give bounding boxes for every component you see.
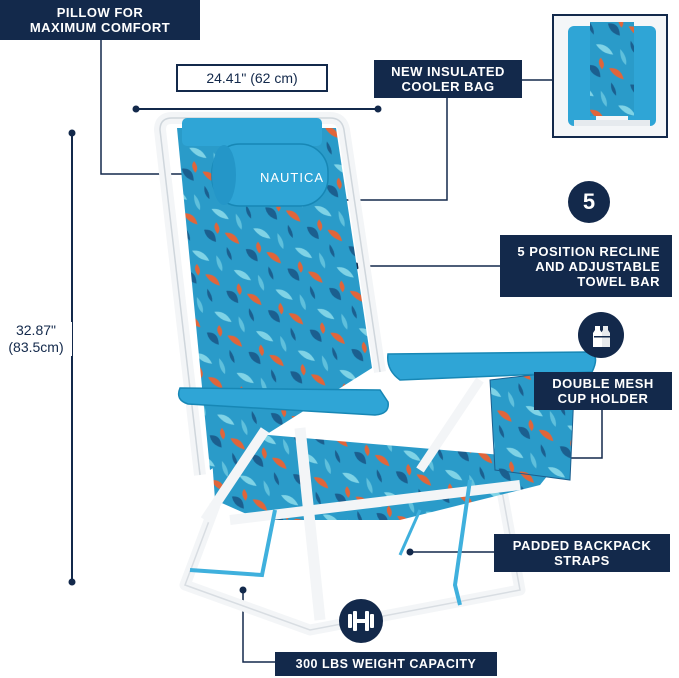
water-bottles-icon [593, 326, 610, 347]
width-dimension-box: 24.41" (62 cm) [176, 64, 328, 92]
backpack-straps-callout: PADDED BACKPACK STRAPS [494, 534, 670, 572]
width-dimension-label: 24.41" (62 cm) [206, 69, 298, 86]
height-dimension-label: 32.87" (83.5cm) [0, 322, 72, 356]
pillow-callout: PILLOW FOR MAXIMUM COMFORT [0, 0, 200, 40]
dumbbell-badge [339, 599, 383, 643]
dumbbell-icon [348, 611, 374, 631]
weight-capacity-callout: 300 LBS WEIGHT CAPACITY [275, 652, 497, 676]
cup-holder-callout: DOUBLE MESH CUP HOLDER [534, 372, 672, 410]
cooler-bag-thumbnail [552, 14, 668, 138]
recline-number-badge: 5 [568, 181, 610, 223]
cooler-bag-callout: NEW INSULATED COOLER BAG [374, 60, 522, 98]
pillow-brand-logo: NAUTICA [259, 170, 325, 185]
recline-callout: 5 POSITION RECLINE AND ADJUSTABLE TOWEL … [500, 235, 672, 297]
water-bottles-badge [578, 312, 624, 358]
recline-number: 5 [582, 189, 596, 214]
